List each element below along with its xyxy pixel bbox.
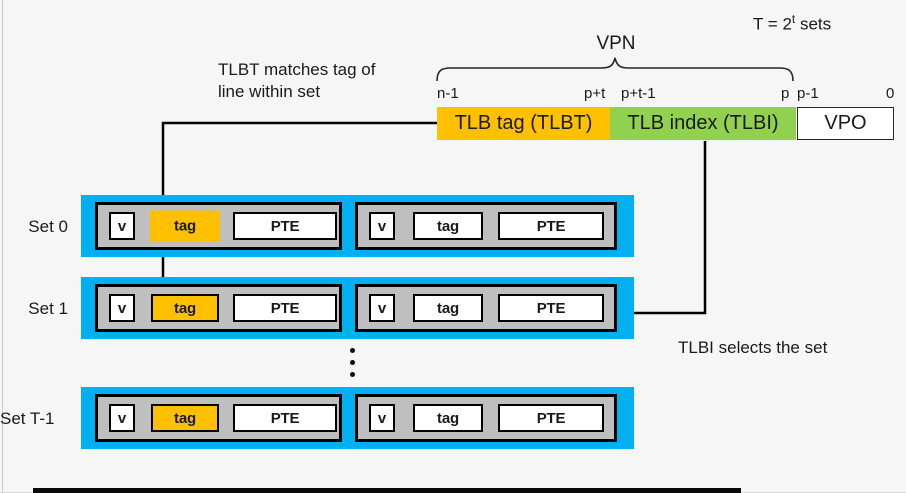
vpn-brace	[436, 57, 794, 82]
set-1-label: Set 1	[28, 299, 68, 318]
sets-count-formula: T = 2t sets	[753, 12, 831, 35]
ellipsis-dot	[350, 348, 355, 353]
vpo-field: VPO	[797, 107, 894, 140]
tlb-tag-field: TLB tag (TLBT)	[437, 107, 610, 140]
pte-cell: PTE	[233, 212, 337, 240]
set-t-1-label: Set T-1	[0, 409, 55, 428]
set-1-row: v tag PTE v tag PTE	[81, 277, 634, 339]
tlbt-annotation: TLBT matches tag of line within set	[218, 59, 375, 103]
tag-cell-highlighted: tag	[150, 210, 220, 242]
tlb-entry: v tag PTE	[355, 394, 617, 442]
formula-suffix: sets	[795, 14, 832, 34]
valid-bit-cell: v	[109, 212, 135, 240]
valid-bit-cell: v	[369, 404, 395, 432]
tag-cell-highlighted: tag	[151, 294, 219, 322]
valid-bit-cell: v	[109, 404, 135, 432]
tag-cell: tag	[413, 404, 483, 432]
formula-exponent: t	[791, 12, 796, 26]
bit-label-n-1: n-1	[437, 85, 459, 102]
pte-cell: PTE	[498, 404, 604, 432]
vpn-label: VPN	[596, 33, 636, 54]
tlb-index-field: TLB index (TLBI)	[610, 107, 796, 140]
tlbt-annotation-line2: line within set	[218, 82, 321, 101]
left-edge-line	[2, 0, 3, 493]
bottom-black-bar	[33, 488, 741, 493]
pte-cell: PTE	[498, 294, 604, 322]
set-t-1-row: v tag PTE v tag PTE	[81, 387, 634, 449]
ellipsis-dot	[350, 360, 355, 365]
valid-bit-cell: v	[369, 294, 395, 322]
valid-bit-cell: v	[109, 294, 135, 322]
tlbt-annotation-line1: TLBT matches tag of	[218, 60, 376, 79]
tlb-entry: v tag PTE	[95, 394, 342, 442]
tlb-entry: v tag PTE	[95, 202, 342, 250]
tag-cell: tag	[413, 294, 483, 322]
tag-cell-highlighted: tag	[151, 404, 219, 432]
pte-cell: PTE	[498, 212, 604, 240]
ellipsis-dot	[350, 372, 355, 377]
tlb-entry: v tag PTE	[355, 284, 617, 332]
formula-prefix: T = 2	[753, 14, 792, 34]
bit-label-0: 0	[886, 85, 895, 102]
bit-label-p-plus-t: p+t	[584, 85, 606, 102]
tlb-entry: v tag PTE	[355, 202, 617, 250]
set-0-row: v tag PTE v tag PTE	[81, 195, 634, 257]
set-0-label: Set 0	[28, 217, 68, 236]
bit-label-p-plus-t-1: p+t-1	[621, 85, 656, 102]
bit-label-p-1: p-1	[797, 85, 819, 102]
bit-label-p: p	[781, 85, 790, 102]
pte-cell: PTE	[233, 404, 337, 432]
tlbi-annotation: TLBI selects the set	[678, 338, 828, 357]
tag-cell: tag	[413, 212, 483, 240]
pte-cell: PTE	[233, 294, 337, 322]
tlb-entry: v tag PTE	[95, 284, 342, 332]
valid-bit-cell: v	[369, 212, 395, 240]
